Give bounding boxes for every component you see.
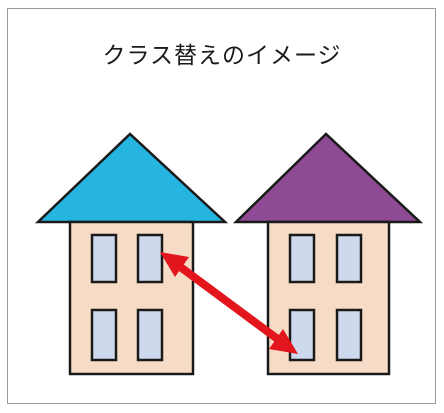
figure-title: クラス替えのイメージ [102, 43, 342, 69]
right-house-window-top-right [335, 233, 363, 284]
swap-arrow-shaft [172, 259, 286, 347]
left-house [34, 132, 229, 376]
left-house-wall [68, 220, 195, 376]
right-house [232, 132, 424, 376]
left-house-window-top-left [90, 233, 118, 284]
left-house-window-bottom-right [136, 308, 164, 362]
right-house-window-bottom-right [335, 308, 363, 362]
right-house-roof [232, 132, 424, 224]
left-house-window-top-right [136, 233, 164, 284]
swap-arrow-head-end [269, 329, 298, 354]
swap-arrow-head-start [160, 252, 189, 277]
left-house-window-bottom-left [90, 308, 118, 362]
swap-arrow [160, 252, 298, 354]
right-house-window-top-left [288, 233, 316, 284]
left-house-roof [34, 132, 229, 224]
